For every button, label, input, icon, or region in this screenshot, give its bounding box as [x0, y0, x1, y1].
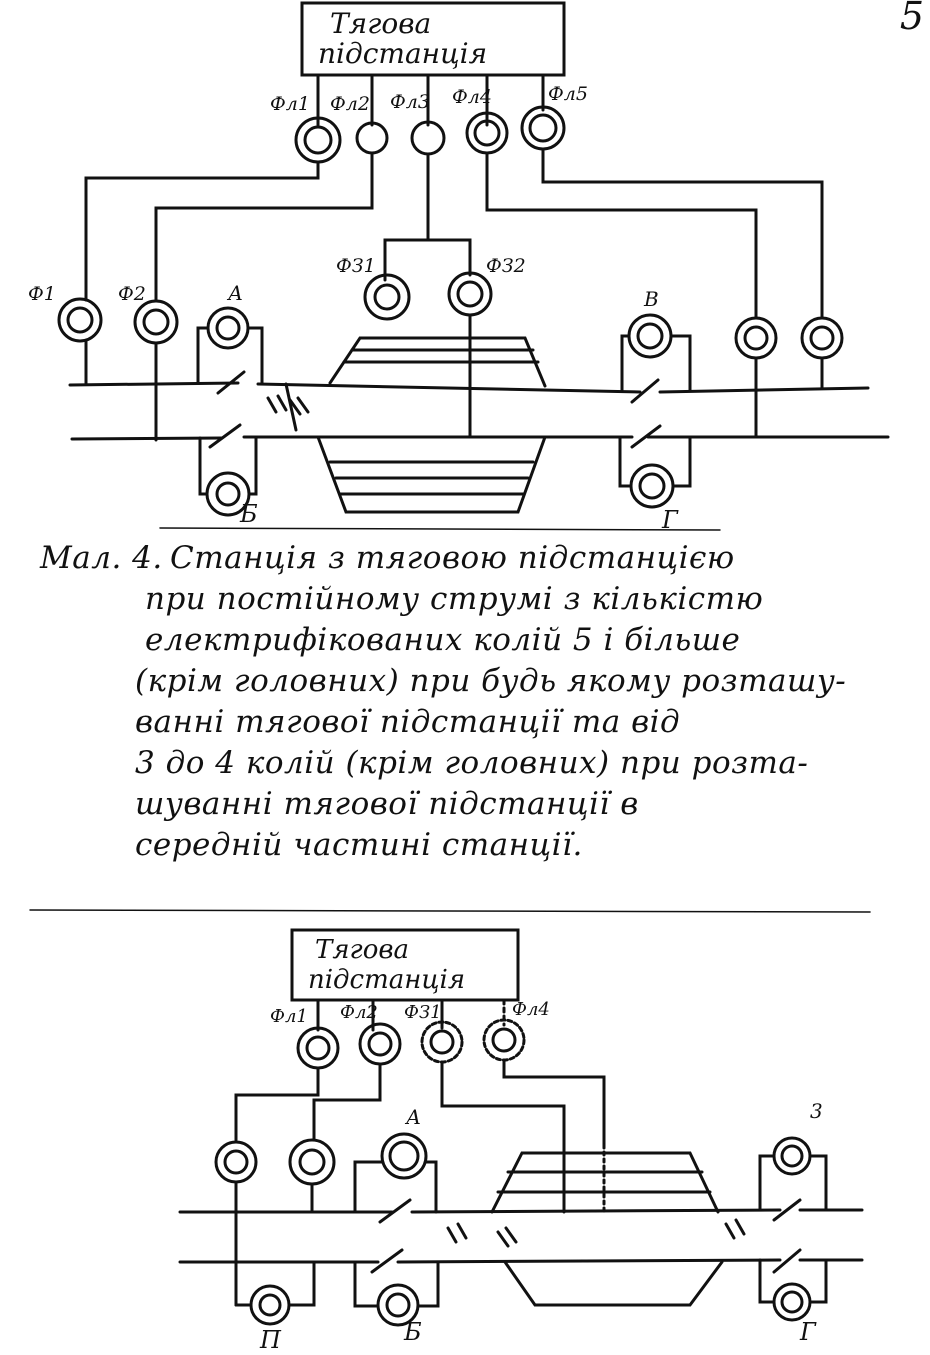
d1-feeder-label-4: Фл4: [452, 86, 492, 108]
d1-post-v-label: В: [643, 287, 659, 311]
d1-substation-label-2: підстанція: [318, 37, 487, 70]
post-g-circle: [629, 463, 675, 509]
d2-feeder-label-3: ФЗ1: [404, 1002, 442, 1023]
d2-feeder-label-1: Фл1: [270, 1006, 308, 1027]
feeder-circle-right-2: [800, 316, 844, 360]
d1-feeder-label-5: Фл5: [548, 83, 588, 105]
caption-line-6: 3 до 4 колій (крім головних) при розта-: [135, 745, 809, 781]
feeder-circle-top-2: [355, 121, 389, 155]
d2-feeder-circle-2: [358, 1022, 402, 1066]
d1-feeder-label-f2: Ф2: [118, 283, 146, 305]
d2-post-p-circle: [249, 1284, 291, 1326]
d2-post-a-circle: [380, 1132, 428, 1180]
figure-number: Мал. 4.: [40, 540, 163, 576]
d1-post-a-label: А: [226, 281, 243, 305]
feeder-circle-right-1: [734, 316, 778, 360]
caption-line-1: Станція з тяговою підстанцією: [170, 540, 735, 576]
diagram-1-labels: Тягова підстанція Фл1 Фл2 Фл3 Фл4 Фл5 Ф1…: [28, 7, 679, 534]
d1-feeder-label-fz2: ФЗ2: [486, 255, 526, 277]
d2-post-p-label: П: [259, 1326, 282, 1354]
d2-substation-label-1: Тягова: [315, 935, 409, 965]
caption-line-4: (крім головних) при будь якому розташу-: [135, 663, 847, 699]
d1-feeder-label-fz1: ФЗ1: [336, 255, 376, 277]
d2-post-g-label: Г: [799, 1318, 817, 1346]
substation-box-2: [290, 928, 520, 1002]
feeder-circle-f1: [57, 297, 103, 343]
post-v-circle: [627, 313, 673, 359]
diagram-2-labels: Тягова підстанція Фл1 Фл2 ФЗ1 Фл4 А Б П …: [259, 935, 823, 1354]
d1-feeder-label-2: Фл2: [330, 93, 370, 115]
d2-post-g-circle: [772, 1282, 812, 1322]
d2-post-3-circle: [772, 1136, 812, 1176]
d1-feeder-label-f1: Ф1: [28, 283, 56, 305]
feeder-circle-fz1: [363, 273, 411, 321]
diagram-1: [57, 1, 890, 517]
d1-substation-label-1: Тягова: [330, 7, 431, 40]
caption-line-3: електрифікованих колій 5 і більше: [145, 622, 741, 658]
feeder-circle-f2: [133, 299, 179, 345]
d2-feeder-label-2: Фл2: [340, 1002, 378, 1023]
diagram-2: [178, 928, 864, 1327]
post-a-circle: [206, 306, 250, 350]
caption-line-2: при постійному струмі з кількістю: [145, 581, 764, 617]
d2-feeder-label-4: Фл4: [512, 999, 550, 1020]
d2-feeder-left-2: [288, 1138, 336, 1186]
caption-line-5: ванні тягової підстанції та від: [135, 704, 681, 740]
d2-feeder-left-1: [214, 1140, 258, 1184]
d1-feeder-label-1: Фл1: [270, 93, 310, 115]
feeder-circle-fz2: [447, 271, 493, 317]
d1-post-b-label: Б: [239, 500, 258, 528]
d1-feeder-label-3: Фл3: [390, 91, 430, 113]
feeder-circle-top-3: [410, 120, 446, 156]
d2-post-a-label: А: [404, 1105, 421, 1129]
substation-box-1: [300, 1, 566, 77]
d1-post-g-label: Г: [661, 506, 679, 534]
page-mark: 5: [899, 0, 924, 38]
d2-feeder-circle-1: [296, 1026, 340, 1070]
caption-line-7: шуванні тягової підстанції в: [135, 786, 639, 822]
d2-post-3-label: 3: [810, 1099, 823, 1123]
caption-line-8: середній частині станції.: [135, 827, 583, 863]
d2-post-b-label: Б: [403, 1318, 422, 1346]
feeder-circle-top-5: [520, 105, 566, 151]
figure-caption: Мал. 4.Станція з тяговою підстанцією при…: [40, 538, 910, 866]
d2-substation-label-2: підстанція: [308, 965, 465, 995]
